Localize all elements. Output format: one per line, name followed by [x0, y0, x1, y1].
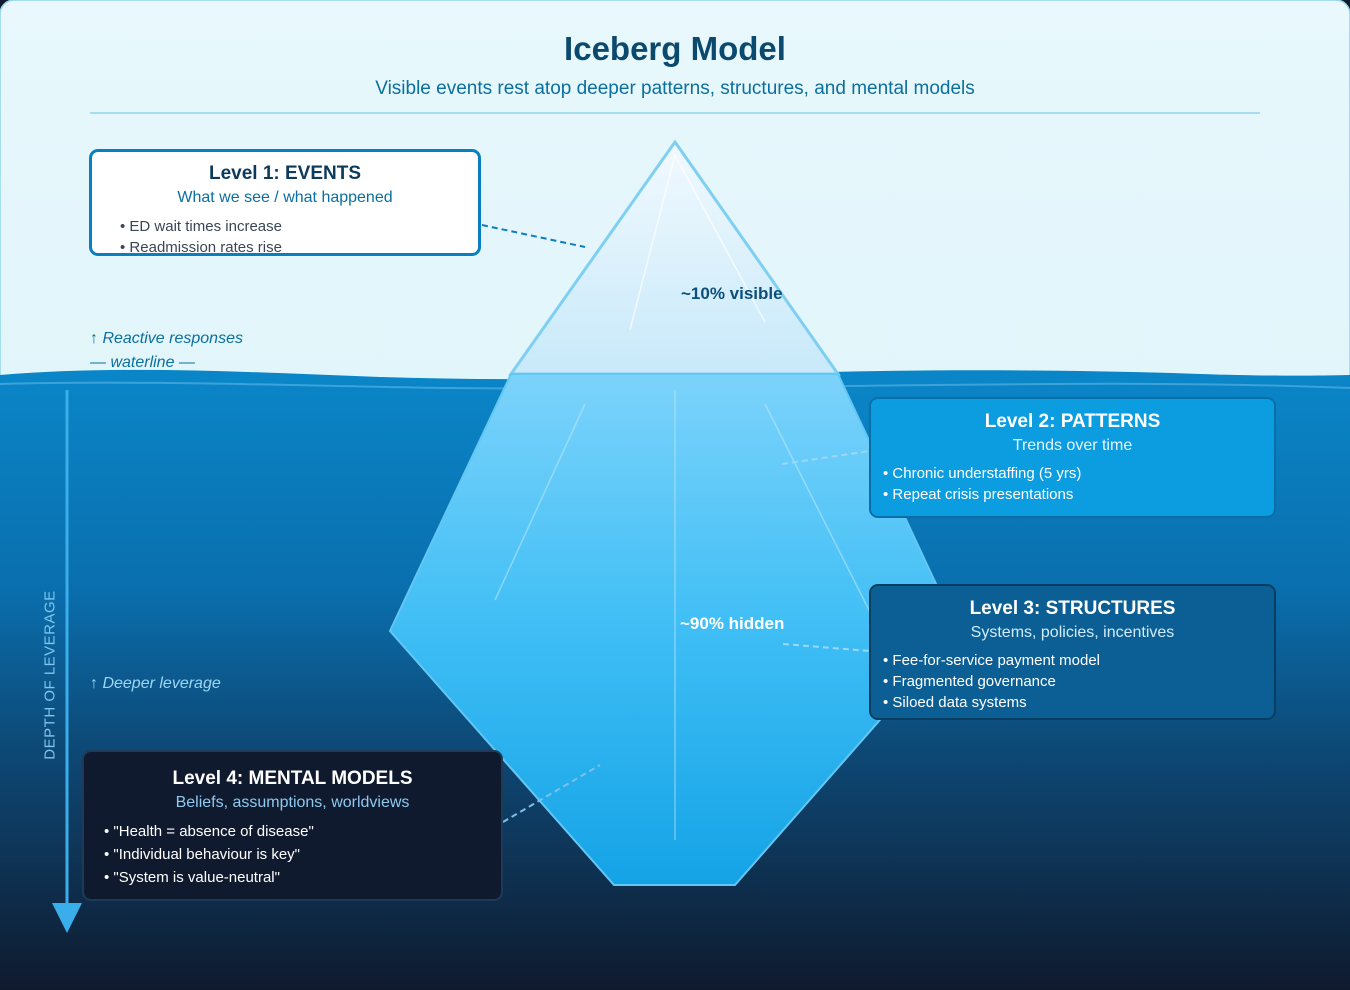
connector-level-1 [481, 224, 586, 248]
reactive-responses-label: ↑ Reactive responses [90, 330, 243, 347]
level-4-mental-models-box: Level 4: MENTAL MODELS Beliefs, assumpti… [82, 750, 503, 901]
hidden-percent-label: ~90% hidden [680, 614, 785, 633]
list-item: "System is value-neutral" [104, 866, 501, 889]
level-subtitle: Trends over time [1012, 437, 1133, 454]
body-facet-left [494, 403, 586, 601]
level-items: ED wait times increase Readmission rates… [92, 216, 478, 253]
list-item: Chronic understaffing (5 yrs) [883, 463, 1274, 484]
diagram-title: Iceberg Model [564, 30, 786, 67]
level-title: Level 1: EVENTS [208, 163, 362, 184]
level-items: Fee-for-service payment model Fragmented… [871, 650, 1274, 713]
visible-percent-label: ~10% visible [681, 284, 783, 303]
diagram-subtitle: Visible events rest atop deeper patterns… [375, 78, 975, 99]
list-item: Fee-for-service payment model [883, 650, 1274, 671]
level-3-structures-box: Level 3: STRUCTURES Systems, policies, i… [869, 584, 1276, 720]
list-item: "Individual behaviour is key" [104, 843, 501, 866]
tip-facet-left [629, 154, 676, 331]
list-item: "Health = absence of disease" [104, 820, 501, 843]
deeper-leverage-label: ↑ Deeper leverage [90, 675, 221, 692]
list-item: ED wait times increase [120, 216, 478, 237]
list-item: Repeat crisis presentations [883, 484, 1274, 505]
list-item: Readmission rates rise [120, 237, 478, 253]
level-2-patterns-box: Level 2: PATTERNS Trends over time Chron… [869, 397, 1276, 518]
level-subtitle: Systems, policies, incentives [970, 624, 1175, 641]
list-item: Siloed data systems [883, 692, 1274, 713]
tip-facet-right [674, 154, 766, 323]
level-title: Level 2: PATTERNS [984, 411, 1161, 432]
list-item: Fragmented governance [883, 671, 1274, 692]
depth-of-leverage-axis-label: DEPTH OF LEVERAGE [41, 590, 59, 760]
level-subtitle: Beliefs, assumptions, worldviews [175, 794, 410, 811]
level-items: Chronic understaffing (5 yrs) Repeat cri… [871, 463, 1274, 505]
connector-level-2 [781, 450, 871, 465]
level-1-events-box: Level 1: EVENTS What we see / what happe… [89, 149, 481, 256]
level-title: Level 4: MENTAL MODELS [172, 768, 413, 789]
connector-level-3 [782, 643, 871, 652]
waterline-label: — waterline — [90, 354, 195, 371]
level-items: "Health = absence of disease" "Individua… [84, 820, 501, 889]
body-facet-right [764, 403, 871, 613]
connector-level-4 [502, 764, 601, 823]
level-title: Level 3: STRUCTURES [969, 598, 1176, 619]
level-subtitle: What we see / what happened [177, 189, 393, 206]
iceberg-body [388, 373, 960, 886]
